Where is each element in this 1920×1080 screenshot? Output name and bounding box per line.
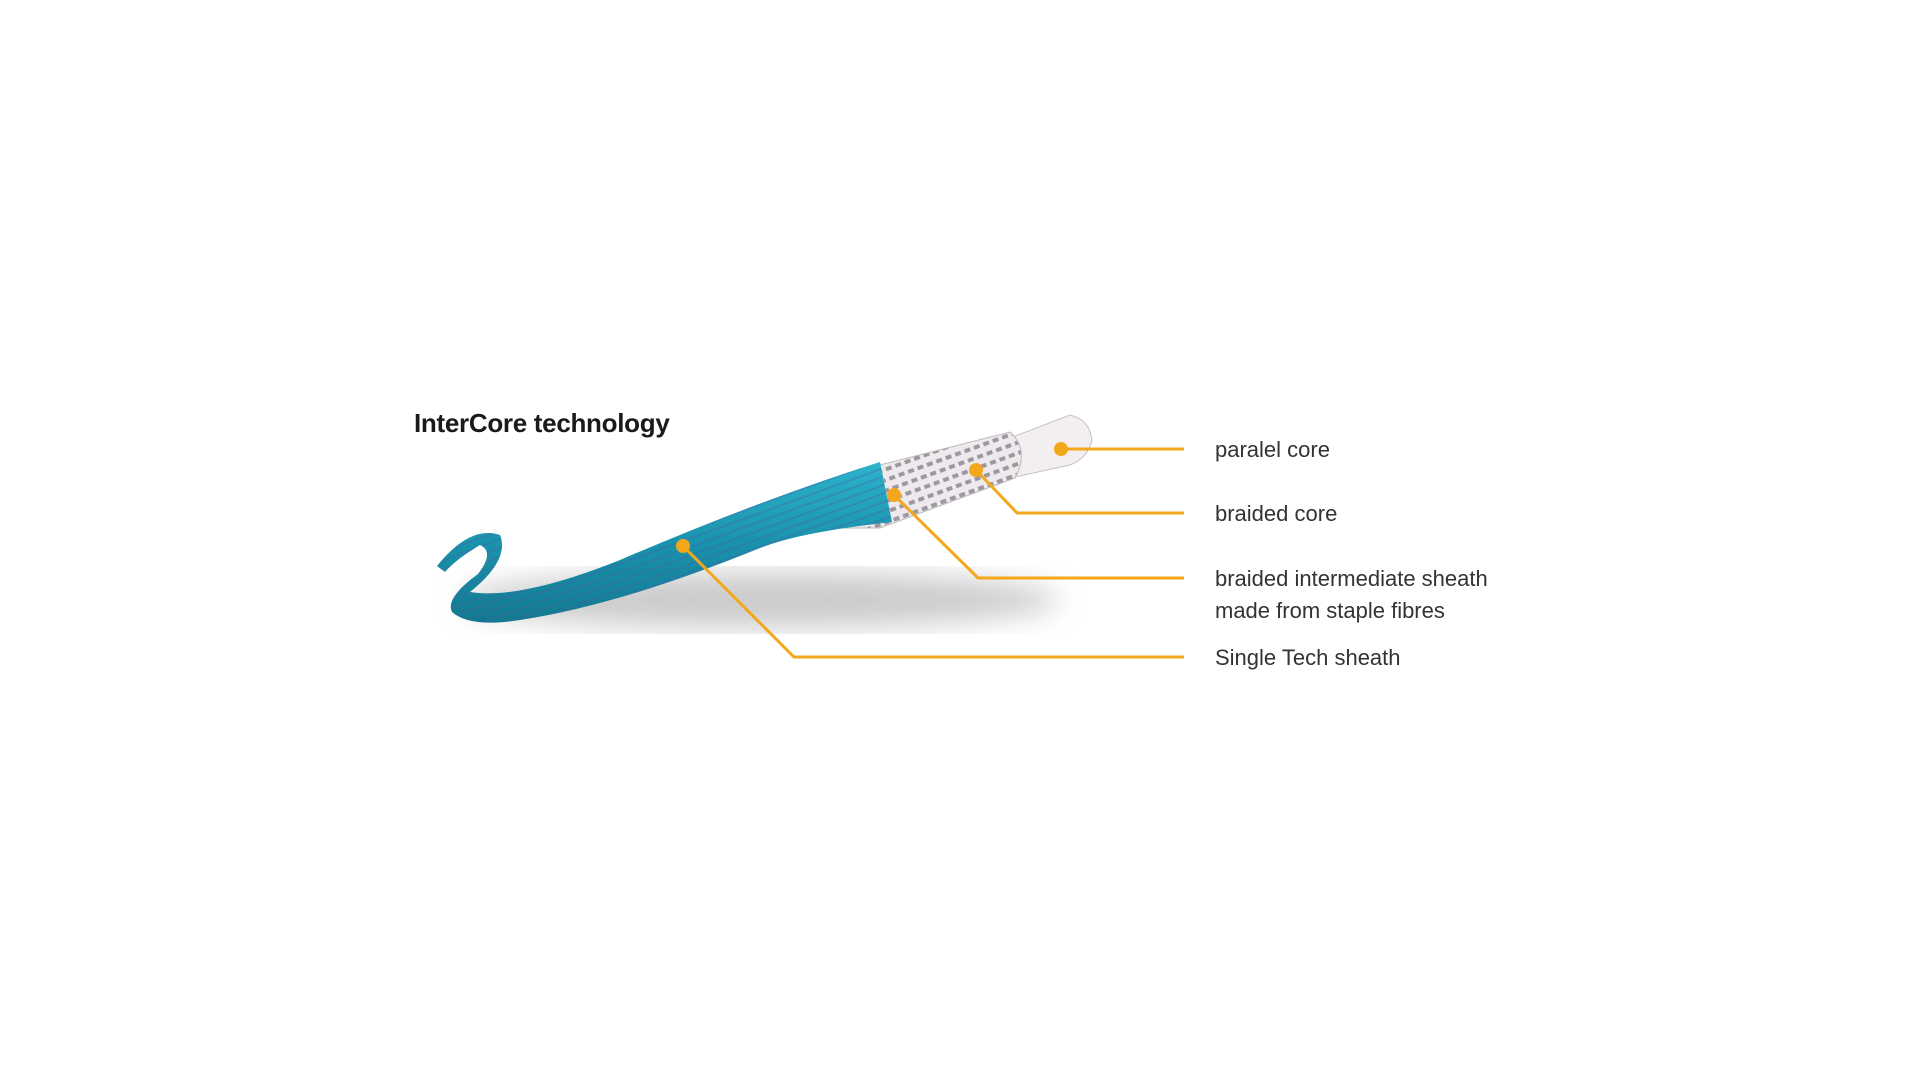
label-single-tech: Single Tech sheath bbox=[1215, 645, 1401, 670]
dot-single-tech bbox=[676, 539, 690, 553]
dot-intermediate bbox=[887, 488, 901, 502]
label-paralel-core: paralel core bbox=[1215, 437, 1330, 462]
dot-paralel-core bbox=[1054, 442, 1068, 456]
dot-braided-core bbox=[969, 463, 983, 477]
leader-single-tech bbox=[681, 544, 1184, 659]
label-intermediate-line2: made from staple fibres bbox=[1215, 598, 1445, 623]
diagram-title: InterCore technology bbox=[414, 408, 670, 438]
label-braided-core: braided core bbox=[1215, 501, 1338, 526]
leader-intermediate bbox=[892, 493, 1184, 580]
leader-braided-core bbox=[974, 468, 1184, 515]
leader-lines bbox=[681, 447, 1184, 659]
paralel-core-shape bbox=[1004, 414, 1093, 479]
label-intermediate-line1: braided intermediate sheath bbox=[1215, 566, 1488, 591]
